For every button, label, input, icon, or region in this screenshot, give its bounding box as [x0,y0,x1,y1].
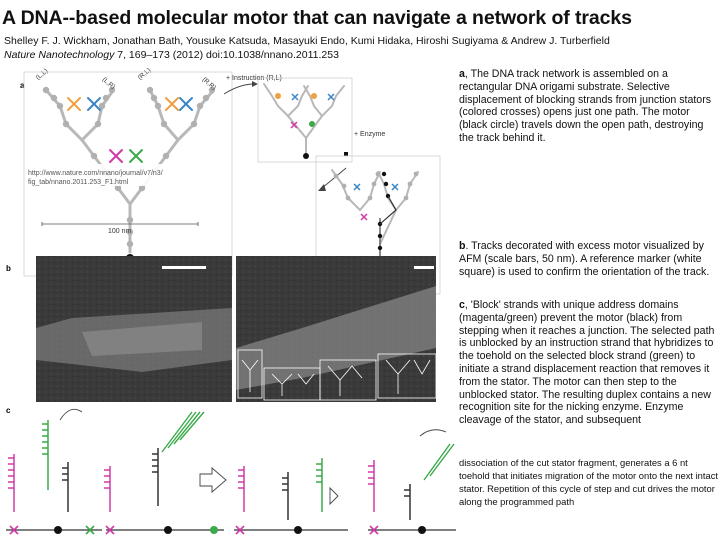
junction-crosses [67,97,193,163]
journal-name: Nature Nanotechnology [4,49,115,61]
caption-c-continued: dissociation of the cut stator fragment,… [459,457,719,507]
network-step-2 [257,77,353,163]
page-title: A DNA--based molecular motor that can na… [2,7,632,29]
caption-c-text: , 'Block' strands with unique address do… [459,299,715,427]
panel-c-label: c [6,406,11,415]
url-box [26,164,194,186]
panel-b: b [6,256,437,402]
citation-details: 7, 169–173 (2012) doi:10.1038/nnano.2011… [114,49,339,61]
caption-c-label: c [459,299,465,311]
author-list: Shelley F. J. Wickham, Jonathan Bath, Yo… [4,35,610,47]
figure-1: a (L,L) (L,R) [6,67,456,535]
scale-bar [41,222,199,226]
magenta-cross [109,149,123,163]
instruction-arrow [223,83,255,95]
blue-cross [87,97,101,111]
caption-b-label: b [459,240,466,252]
blue-cross [179,97,193,111]
caption-a-text: , The DNA track network is assembled on … [459,68,712,144]
orange-cross [67,97,81,111]
afm-network-insets [237,349,437,401]
enzyme-label: + Enzyme [354,131,385,138]
url-line-2: fig_tab/nnano.2011.253_F1.html [28,179,129,186]
panel-c: c [6,406,456,535]
instruction-label: + Instruction (R,L) [226,75,282,82]
leaf-label-ll: (L,L) [35,68,50,82]
stepper-frame-2 [104,411,227,535]
stepper-frame-1 [6,408,102,535]
citation: Nature Nanotechnology 7, 169–173 (2012) … [4,49,339,61]
panel-a-label: a [20,81,25,90]
leaf-label-rl: (R,L) [137,67,153,82]
caption-c: c, 'Block' strands with unique address d… [459,299,718,427]
caption-a: a, The DNA track network is assembled on… [459,68,718,145]
caption-b-text: . Tracks decorated with excess motor vis… [459,240,710,278]
green-cross [129,149,143,163]
stepper-frame-4 [368,429,456,535]
scale-label: 100 nm [108,228,132,235]
caption-a-label: a [459,68,465,80]
stepper-frame-3 [234,458,348,535]
panel-b-label: b [6,264,11,273]
orange-cross [165,97,179,111]
caption-b: b. Tracks decorated with excess motor vi… [459,240,718,278]
url-line-1: http://www.nature.com/nnano/journal/v7/n… [28,170,163,177]
